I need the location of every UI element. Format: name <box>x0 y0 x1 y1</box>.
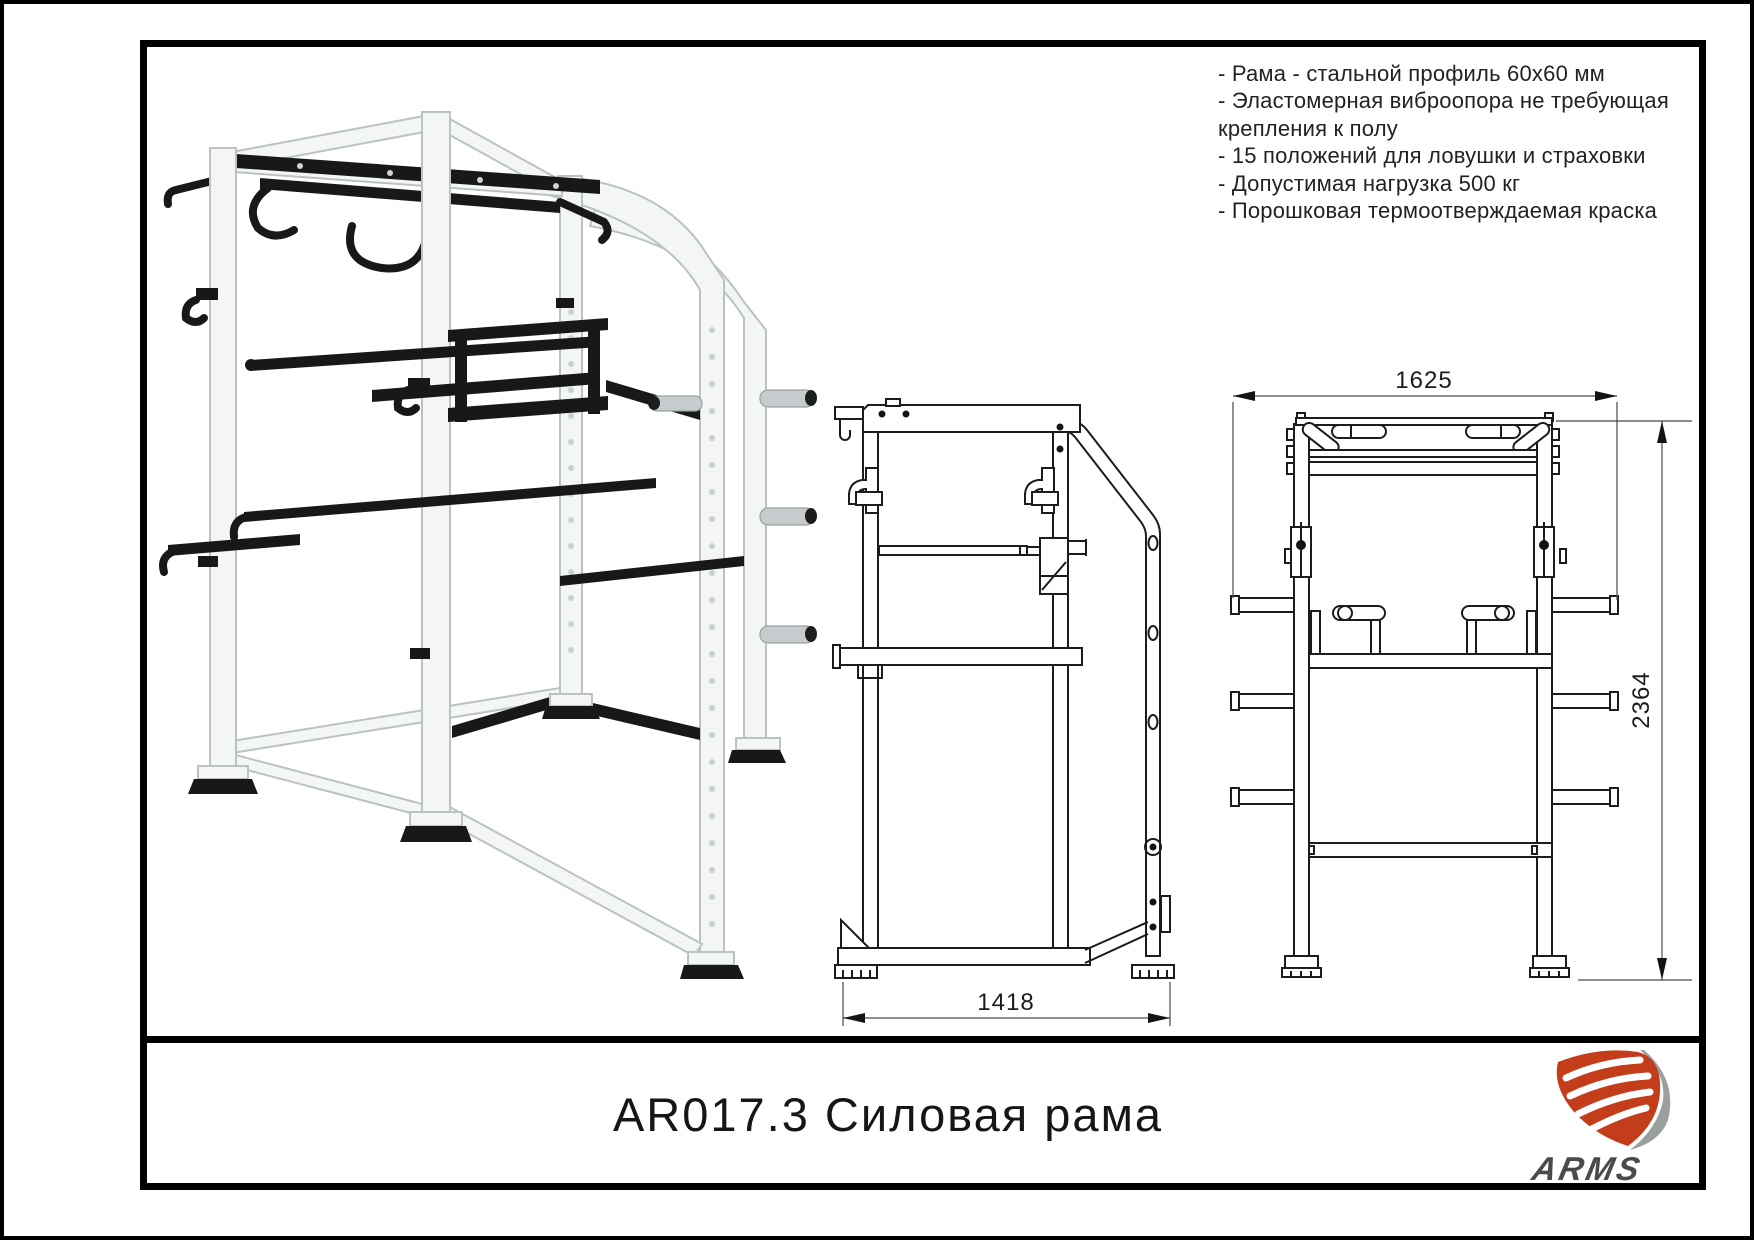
logo-wordmark: ARMS <box>1528 1151 1646 1188</box>
spec-line: - Эластомерная виброопора не требующая <box>1218 88 1669 114</box>
arms-logo: ARMS <box>1528 1050 1671 1188</box>
spec-list: - Рама - стальной профиль 60х60 мм - Эла… <box>1218 60 1696 224</box>
spec-line: - 15 положений для ловушки и страховки <box>1218 143 1646 169</box>
spec-line: - Порошковая термоотверждаемая краска <box>1218 198 1658 224</box>
page-title: AR017.3 Силовая рама <box>612 1088 1164 1141</box>
render-3d-power-rack <box>159 111 817 979</box>
front-view-drawing: 1625 2364 <box>1230 367 1692 981</box>
front-view-width-dimension: 1625 <box>1395 367 1452 394</box>
front-view-height-dimension: 2364 <box>1628 671 1655 728</box>
title-block-divider <box>140 1036 1706 1043</box>
side-view-drawing: 1418 <box>832 398 1175 1026</box>
logo-gray-swoosh <box>1630 1050 1671 1150</box>
spec-line: - Допустимая нагрузка 500 кг <box>1218 170 1521 196</box>
logo-swoosh-stripes <box>1562 1056 1654 1134</box>
spec-line: крепления к полу <box>1218 115 1398 141</box>
spec-line: - Рама - стальной профиль 60х60 мм <box>1218 61 1605 86</box>
post-holes <box>1296 586 1550 934</box>
side-view-width-dimension: 1418 <box>977 989 1034 1016</box>
